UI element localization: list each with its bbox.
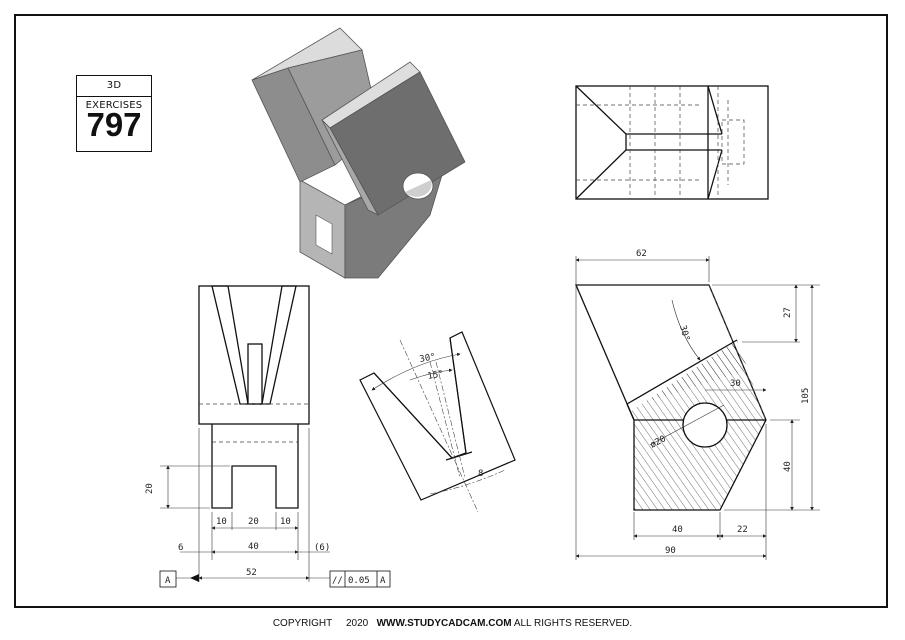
dim-30deg-detail: 30° [419, 352, 437, 365]
drawing-border [14, 14, 888, 608]
dim-10b: 10 [280, 517, 291, 527]
tolerance-symbol: // [332, 576, 343, 586]
rights-text: ALL RIGHTS RESERVED. [513, 618, 633, 629]
front-view [160, 285, 330, 582]
dim-90: 90 [665, 546, 676, 556]
dim-40-right: 40 [783, 461, 793, 472]
tolerance-datum-ref: A [380, 576, 386, 586]
datum-reference: A [159, 570, 177, 588]
dim-40-bottom: 40 [672, 525, 683, 535]
dim-20-left: 20 [145, 483, 155, 494]
tolerance-value: 0.05 [348, 576, 370, 586]
datum-label: A [165, 576, 171, 586]
exercise-number: 797 [86, 106, 142, 143]
dim-8: 8 [478, 469, 483, 479]
detail-view [359, 331, 516, 513]
copyright-footer: COPYRIGHT 2020 WWW.STUDYCADCAM.COM ALL R… [0, 618, 905, 629]
website-link[interactable]: WWW.STUDYCADCAM.COM [376, 618, 512, 629]
dim-30deg-right: 30° [677, 324, 691, 342]
exercise-badge: 3D EXERCISES 797 [76, 75, 152, 152]
dim-6: 6 [178, 543, 183, 553]
parallelism-tolerance-frame: // 0.05 A [329, 570, 391, 588]
dim-30-hole: 30 [730, 379, 741, 389]
dim-6-paren: (6) [314, 543, 330, 553]
copyright-label: COPYRIGHT [272, 618, 333, 629]
dim-15deg: 15° [427, 369, 445, 382]
dim-52: 52 [246, 568, 257, 578]
dim-105: 105 [801, 388, 811, 404]
dim-40-front: 40 [248, 542, 259, 552]
dim-10a: 10 [216, 517, 227, 527]
dim-20-mid: 20 [248, 517, 259, 527]
isometric-view [251, 27, 466, 279]
side-view [575, 256, 820, 560]
dim-27: 27 [783, 307, 793, 318]
dim-22: 22 [737, 525, 748, 535]
dim-62: 62 [636, 249, 647, 259]
top-view [575, 85, 769, 200]
badge-label: 3D EXERCISES [77, 76, 151, 111]
copyright-year: 2020 [346, 618, 369, 629]
